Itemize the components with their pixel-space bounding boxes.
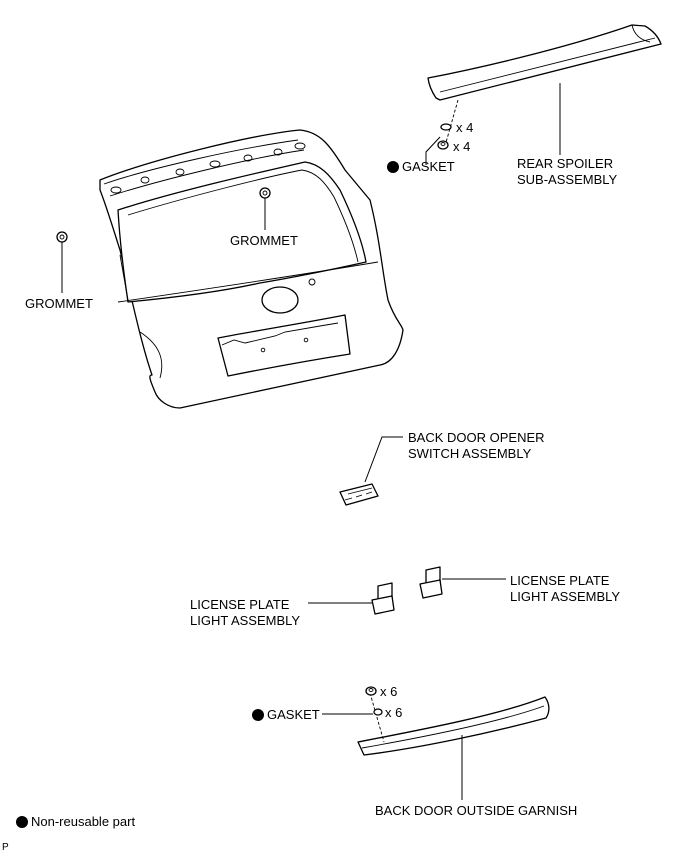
non-reusable-dot-icon	[252, 709, 264, 721]
grommet-center-label: GROMMET	[230, 233, 298, 248]
corner-mark: P	[2, 842, 9, 853]
back-door-opener-switch	[339, 483, 379, 506]
back-door-outside-garnish	[357, 696, 550, 756]
qty-top-washer: x 4	[456, 120, 474, 135]
license-light-right-label-line2: LIGHT ASSEMBLY	[510, 589, 621, 604]
gasket-washer-bottom	[373, 708, 383, 716]
non-reusable-dot-icon	[16, 816, 28, 828]
gasket-top-label: GASKET	[387, 159, 455, 175]
gasket-bottom-label: GASKET	[252, 707, 320, 723]
legend-text: Non-reusable part	[31, 814, 136, 829]
rear-spoiler	[427, 24, 662, 101]
opener-switch-label-line2: SWITCH ASSEMBLY	[408, 446, 532, 461]
gasket-bottom-text: GASKET	[267, 707, 320, 722]
license-light-right-label-line1: LICENSE PLATE	[510, 573, 610, 588]
qty-bottom-washer: x 6	[385, 705, 403, 720]
grommet-left-label: GROMMET	[25, 296, 93, 311]
garnish-label: BACK DOOR OUTSIDE GARNISH	[375, 803, 578, 818]
qty-top-nut: x 4	[453, 139, 471, 154]
nut-bottom	[365, 686, 377, 696]
gasket-top-leader	[425, 136, 441, 165]
qty-bottom-nut: x 6	[380, 684, 398, 699]
rear-spoiler-label-line1: REAR SPOILER	[517, 156, 614, 171]
license-plate-light-left	[371, 582, 395, 615]
legend: Non-reusable part	[16, 814, 135, 830]
back-door-panel	[99, 129, 404, 409]
opener-switch-leader	[364, 436, 403, 483]
spoiler-fastener-leader	[444, 99, 459, 147]
non-reusable-dot-icon	[387, 161, 399, 173]
license-light-left-label-line1: LICENSE PLATE	[190, 597, 290, 612]
grommet-center	[259, 187, 271, 199]
garnish-fastener-leader	[369, 692, 385, 743]
gasket-washer-top	[440, 123, 452, 131]
rear-spoiler-label-line2: SUB-ASSEMBLY	[517, 172, 618, 187]
opener-switch-label-line1: BACK DOOR OPENER	[408, 430, 545, 445]
nut-top	[437, 140, 449, 150]
license-light-left-label-line2: LIGHT ASSEMBLY	[190, 613, 301, 628]
grommet-left	[56, 231, 68, 243]
gasket-top-text: GASKET	[402, 159, 455, 174]
license-plate-light-right	[419, 566, 443, 599]
